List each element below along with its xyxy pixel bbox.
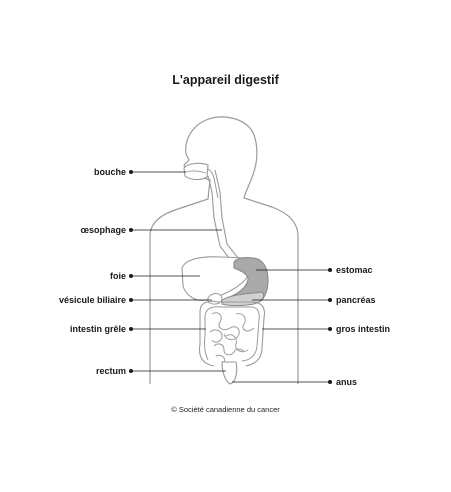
dot-anus bbox=[327, 379, 332, 384]
label-vesicule-biliaire: vésicule biliaire bbox=[59, 295, 126, 305]
dot-rectum bbox=[128, 368, 133, 373]
rectum-shape bbox=[221, 361, 238, 385]
label-estomac: estomac bbox=[336, 265, 373, 275]
dot-vesicule bbox=[128, 297, 133, 302]
diagram-title: L'appareil digestif bbox=[172, 73, 279, 87]
pancreas-shape bbox=[221, 291, 265, 306]
dot-intestin-grele bbox=[128, 326, 133, 331]
label-foie: foie bbox=[110, 271, 126, 281]
dot-oesophage bbox=[128, 227, 133, 232]
oesophagus-shape bbox=[207, 175, 233, 263]
label-rectum: rectum bbox=[96, 366, 126, 376]
mouth-shape bbox=[183, 162, 209, 181]
label-intestin-grele: intestin grêle bbox=[70, 324, 126, 334]
mouth-inner bbox=[185, 170, 207, 174]
oesophagus-shape-right bbox=[214, 169, 239, 259]
label-oesophage: œsophage bbox=[80, 225, 126, 235]
label-anus: anus bbox=[336, 377, 357, 387]
copyright-credit: © Société canadienne du cancer bbox=[171, 405, 280, 414]
small-intestine-shape bbox=[209, 312, 255, 367]
large-intestine-inner bbox=[203, 306, 260, 362]
large-intestine-shape bbox=[198, 300, 266, 367]
label-pancreas: pancréas bbox=[336, 295, 376, 305]
body-silhouette bbox=[149, 116, 299, 384]
label-bouche: bouche bbox=[94, 167, 126, 177]
dot-gros-intestin bbox=[327, 326, 332, 331]
dot-estomac bbox=[327, 267, 332, 272]
leader-lines bbox=[128, 169, 332, 384]
label-gros-intestin: gros intestin bbox=[336, 324, 390, 334]
dot-foie bbox=[128, 273, 133, 278]
dot-pancreas bbox=[327, 297, 332, 302]
dot-bouche bbox=[128, 169, 133, 174]
